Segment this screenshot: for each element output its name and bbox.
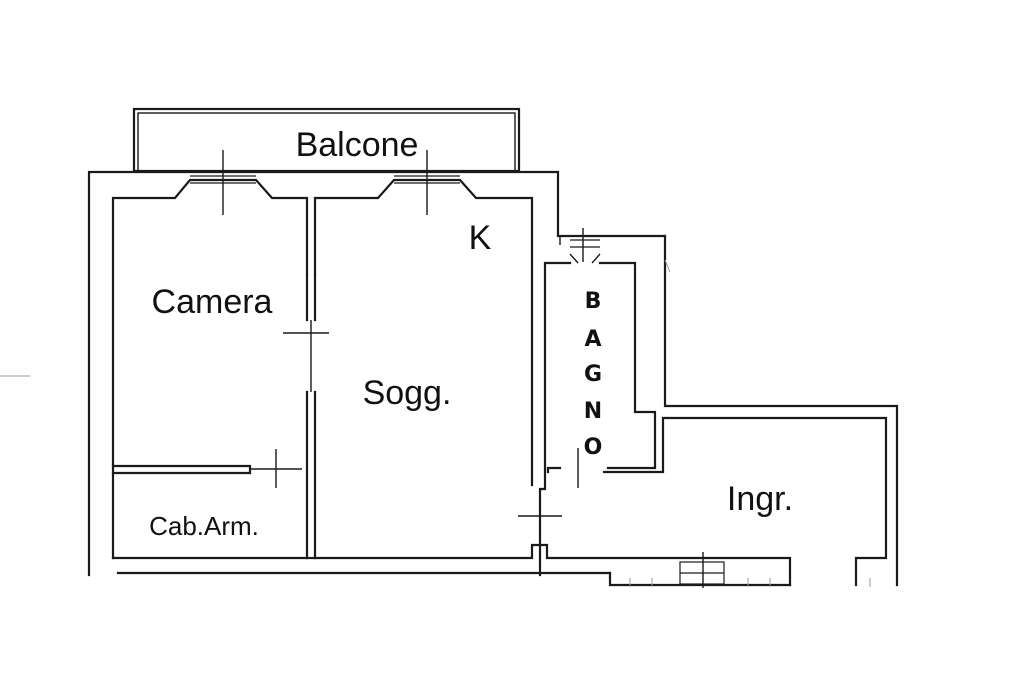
- room-label-camera: Camera: [152, 283, 273, 321]
- room-label-soggiorno: Sogg.: [363, 374, 452, 412]
- bagno-letter: N: [584, 399, 602, 424]
- room-label-balcone: Balcone: [296, 126, 419, 164]
- bagno-letter: G: [584, 362, 602, 387]
- room-label-ingresso: Ingr.: [727, 480, 793, 518]
- bagno-letter: O: [584, 435, 603, 460]
- room-label-bagno: B A G N O: [584, 289, 603, 460]
- room-label-cucina: K: [469, 219, 492, 257]
- bagno-letter: B: [585, 289, 602, 314]
- window-marks: [0, 150, 871, 588]
- room-label-cabina-armadio: Cab.Arm.: [149, 511, 259, 541]
- bagno-letter: A: [584, 327, 601, 352]
